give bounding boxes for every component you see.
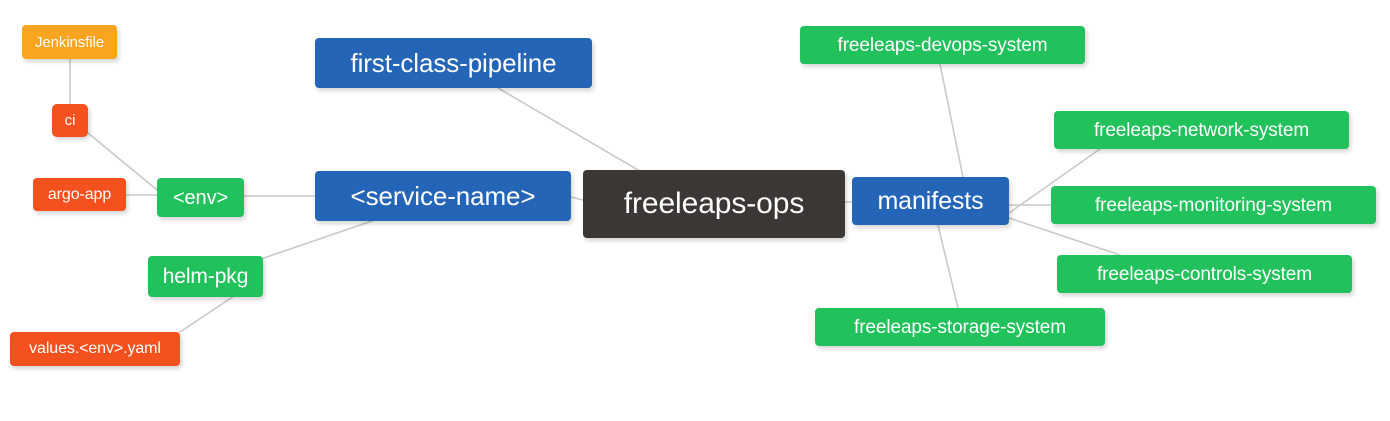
- node-freeleaps-devops-system[interactable]: freeleaps-devops-system: [800, 26, 1085, 64]
- node-jenkinsfile[interactable]: Jenkinsfile: [22, 25, 117, 59]
- node-argo-app[interactable]: argo-app: [33, 178, 126, 211]
- node-ci[interactable]: ci: [52, 104, 88, 137]
- node-freeleaps-storage-system[interactable]: freeleaps-storage-system: [815, 308, 1105, 346]
- node-manifests[interactable]: manifests: [852, 177, 1009, 225]
- node-service-name[interactable]: <service-name>: [315, 171, 571, 221]
- node-freeleaps-ops[interactable]: freeleaps-ops: [583, 170, 845, 238]
- node-helm-pkg[interactable]: helm-pkg: [148, 256, 263, 297]
- edge-helm-pkg-to-service-name: [257, 220, 373, 261]
- node-env[interactable]: <env>: [157, 178, 244, 217]
- edge-first-class-pipeline-to-freeleaps-ops: [497, 87, 639, 171]
- node-values-yaml[interactable]: values.<env>.yaml: [10, 332, 180, 366]
- edge-service-name-to-freeleaps-ops: [570, 196, 584, 201]
- node-freeleaps-controls-system[interactable]: freeleaps-controls-system: [1057, 255, 1352, 293]
- edge-manifests-to-freeleaps-storage-system: [937, 224, 959, 309]
- edge-manifests-to-freeleaps-devops-system: [939, 63, 964, 178]
- node-first-class-pipeline[interactable]: first-class-pipeline: [315, 38, 592, 88]
- edge-values-yaml-to-helm-pkg: [179, 291, 241, 333]
- node-freeleaps-monitoring-system[interactable]: freeleaps-monitoring-system: [1051, 186, 1376, 224]
- node-freeleaps-network-system[interactable]: freeleaps-network-system: [1054, 111, 1349, 149]
